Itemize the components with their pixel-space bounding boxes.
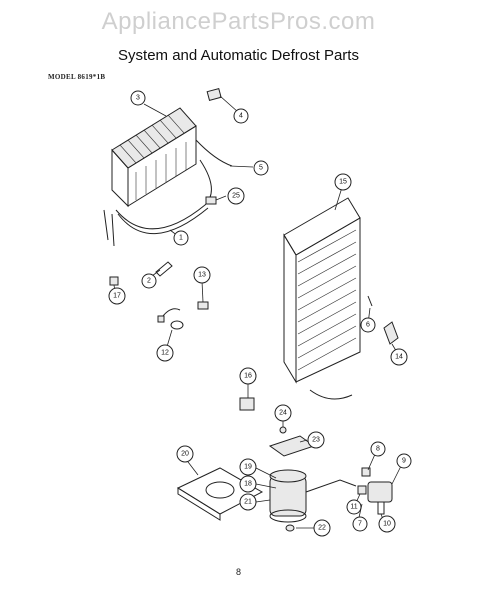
callout-8: 8 xyxy=(370,441,386,457)
clamp-part xyxy=(197,301,209,310)
bracket-part xyxy=(205,196,217,205)
watermark: AppliancePartsPros.com xyxy=(101,8,376,35)
compressor-part xyxy=(269,469,357,523)
callout-16: 16 xyxy=(239,367,257,385)
svg-text:14: 14 xyxy=(395,354,403,361)
callout-7: 7 xyxy=(352,516,368,532)
svg-text:19: 19 xyxy=(244,464,252,471)
svg-text:12: 12 xyxy=(161,350,169,357)
callout-2: 2 xyxy=(141,273,157,289)
heater-lead-part xyxy=(195,139,233,167)
callout-4: 4 xyxy=(233,108,249,124)
base-plate-part xyxy=(176,467,264,521)
svg-text:18: 18 xyxy=(244,481,252,488)
page-title: System and Automatic Defrost Parts xyxy=(118,47,359,64)
callout-19: 19 xyxy=(239,458,257,476)
callout-6: 6 xyxy=(360,317,376,333)
svg-text:16: 16 xyxy=(244,373,252,380)
drain-part xyxy=(383,321,399,345)
svg-text:8: 8 xyxy=(376,446,380,453)
svg-text:22: 22 xyxy=(318,525,326,532)
callout-5: 5 xyxy=(253,160,269,176)
callout-13: 13 xyxy=(193,266,211,284)
svg-text:9: 9 xyxy=(402,458,406,465)
svg-text:17: 17 xyxy=(113,293,121,300)
svg-text:11: 11 xyxy=(350,504,357,511)
defrost-heater-part xyxy=(115,159,212,230)
thermostat-part xyxy=(155,261,173,277)
model-label: MODEL 8619*1B xyxy=(48,73,106,81)
callout-20: 20 xyxy=(176,445,194,463)
callout-11: 11 xyxy=(346,499,362,515)
svg-text:3: 3 xyxy=(136,95,140,102)
screw-part xyxy=(367,295,373,307)
svg-text:21: 21 xyxy=(244,499,252,506)
callout-14: 14 xyxy=(390,348,408,366)
grommet-base-part xyxy=(285,524,295,532)
svg-text:2: 2 xyxy=(147,278,151,285)
callout-15: 15 xyxy=(334,173,352,191)
callout-17: 17 xyxy=(108,287,126,305)
callout-22: 22 xyxy=(313,519,331,537)
callout-23: 23 xyxy=(307,431,325,449)
svg-text:25: 25 xyxy=(232,193,240,200)
callout-18: 18 xyxy=(239,475,257,493)
evaporator-part xyxy=(111,107,197,208)
svg-text:20: 20 xyxy=(181,451,189,458)
wire-harness-part xyxy=(157,308,184,330)
svg-text:7: 7 xyxy=(358,521,362,528)
svg-text:15: 15 xyxy=(339,179,347,186)
svg-text:24: 24 xyxy=(279,410,287,417)
svg-text:13: 13 xyxy=(198,272,206,279)
svg-text:4: 4 xyxy=(239,113,243,120)
callout-3: 3 xyxy=(130,90,146,106)
terminal-part xyxy=(109,276,119,286)
clip-part xyxy=(206,87,222,101)
callout-1: 1 xyxy=(173,230,189,246)
callout-10: 10 xyxy=(378,515,396,533)
svg-text:5: 5 xyxy=(259,165,263,172)
grommet-part xyxy=(279,426,287,434)
svg-text:1: 1 xyxy=(179,235,183,242)
relay-assembly-part xyxy=(357,467,393,515)
callout-9: 9 xyxy=(396,453,412,469)
mounting-bracket-part xyxy=(239,397,255,411)
page-number: 8 xyxy=(235,567,241,577)
callout-21: 21 xyxy=(239,493,257,511)
callout-24: 24 xyxy=(274,404,292,422)
condenser-part xyxy=(283,197,361,400)
callout-12: 12 xyxy=(156,344,174,362)
svg-text:6: 6 xyxy=(366,322,370,329)
callout-25: 25 xyxy=(227,187,245,205)
drain-pan-part xyxy=(268,435,316,457)
svg-text:23: 23 xyxy=(312,437,320,444)
svg-text:10: 10 xyxy=(383,521,391,528)
